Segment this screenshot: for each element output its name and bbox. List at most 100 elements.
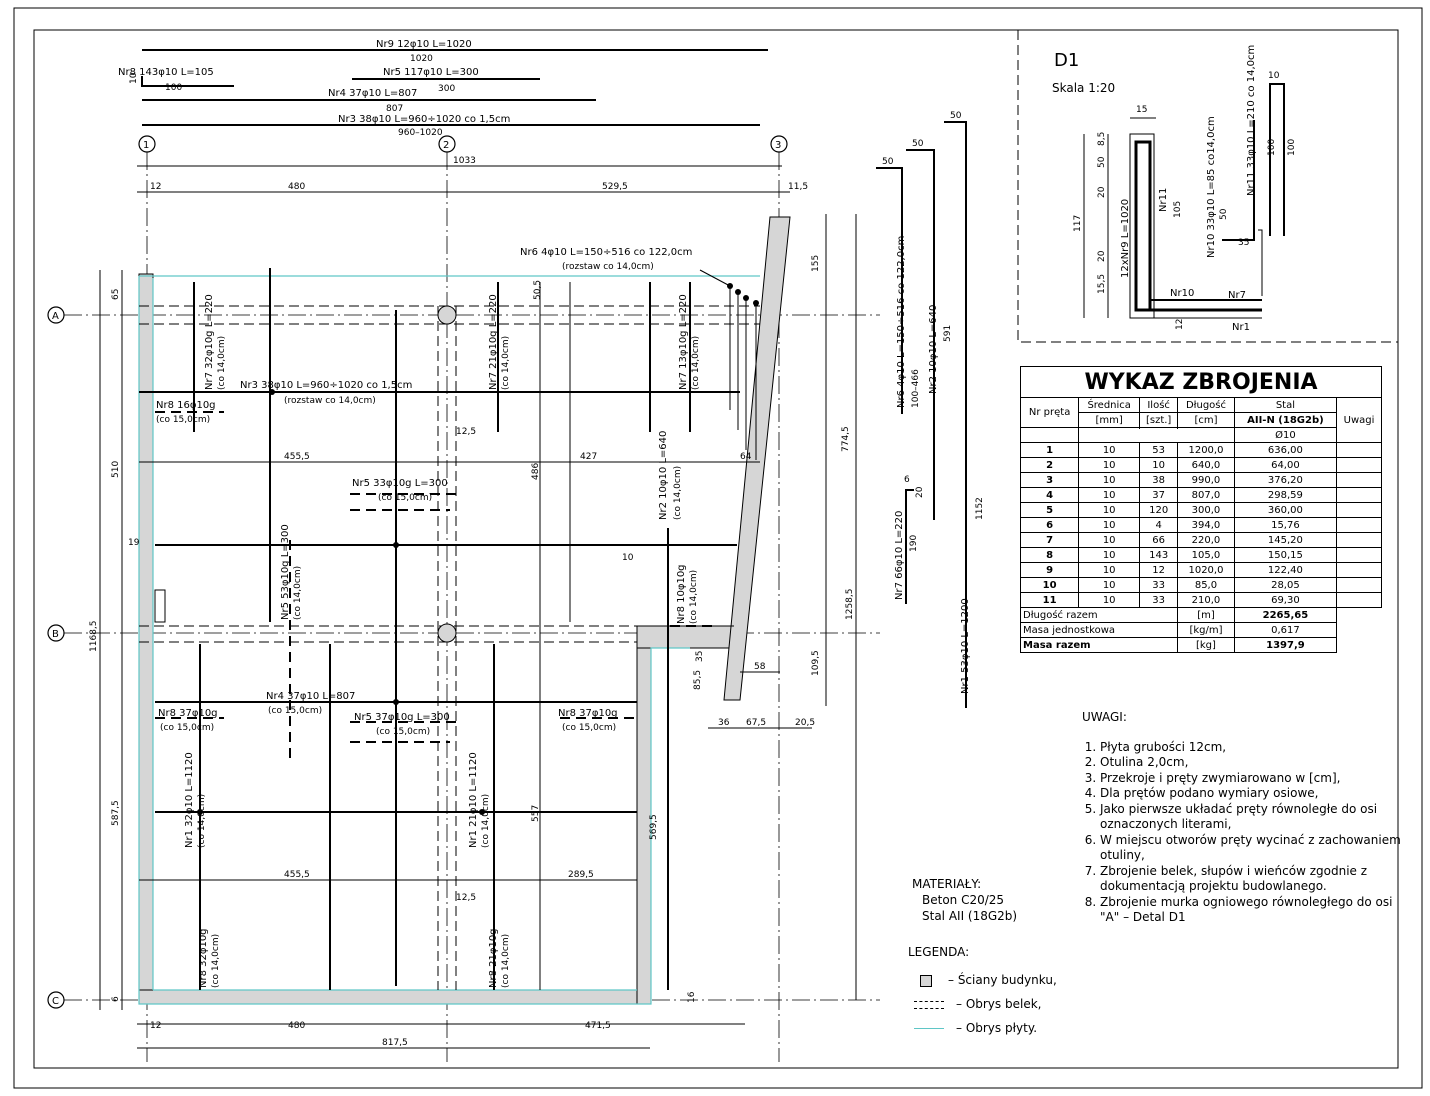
schedule-cell: 4 [1139, 517, 1179, 533]
schedule-cell-nr: 1 [1019, 442, 1080, 458]
svg-text:105: 105 [1173, 201, 1183, 218]
schedule-cell: 120 [1139, 502, 1179, 518]
detail-label-nr1: Nr1 [1232, 322, 1250, 333]
svg-text:(co 14,0cm): (co 14,0cm) [689, 570, 699, 624]
schedule-cell-uwagi [1336, 547, 1382, 563]
schedule-cell: 298,59 [1233, 487, 1338, 503]
axis-bubble-3: 3 [775, 140, 781, 151]
svg-text:65: 65 [111, 289, 121, 300]
schedule-cell: 33 [1139, 577, 1179, 593]
svg-text:510: 510 [111, 461, 121, 478]
schedule-cell: 10 [1078, 517, 1141, 533]
svg-text:12: 12 [150, 1021, 161, 1031]
note-item: W miejscu otworów pręty wycinać z zachow… [1100, 833, 1402, 864]
svg-text:8,5: 8,5 [1097, 132, 1107, 146]
total-label: Masa razem [1019, 637, 1179, 653]
schedule-cell: 53 [1139, 442, 1179, 458]
label-nr4: Nr4 37φ10 L=807 [266, 691, 355, 702]
svg-text:480: 480 [288, 182, 305, 192]
svg-text:(co 15,0cm): (co 15,0cm) [376, 727, 430, 737]
label-nr1-21: Nr1 21φ10 L=1120 [468, 752, 479, 848]
schedule-cell: 122,40 [1233, 562, 1338, 578]
schedule-cell-nr: 9 [1019, 562, 1080, 578]
svg-text:(co 15,0cm): (co 15,0cm) [562, 723, 616, 733]
svg-text:35: 35 [695, 651, 705, 662]
schedule-cell-uwagi [1336, 577, 1382, 593]
label-nr8-37-right: Nr8 37φ10g [558, 708, 618, 719]
schedule-cell: 64,00 [1233, 457, 1338, 473]
schedule-cell-uwagi [1336, 442, 1382, 458]
schedule-cell-uwagi [1336, 502, 1382, 518]
svg-text:1258,5: 1258,5 [845, 589, 855, 621]
top-bar-nr3-label: Nr3 38φ10 L=960÷1020 co 1,5cm [338, 114, 510, 125]
svg-text:6: 6 [904, 475, 910, 485]
svg-text:486: 486 [531, 463, 541, 480]
schedule-cell: 38 [1139, 472, 1179, 488]
legend-item-plate: – Obrys płyty. [914, 1020, 1037, 1036]
svg-text:(co 14,0cm): (co 14,0cm) [501, 336, 511, 390]
side-bar-nr1-hook: 50 [950, 111, 962, 121]
detail-label-nr10: Nr10 [1170, 288, 1194, 299]
detail-label-nr7: Nr7 [1228, 290, 1246, 301]
schedule-cell: 1020,0 [1177, 562, 1235, 578]
top-bar-nr4-label: Nr4 37φ10 L=807 [328, 88, 417, 99]
schedule-cell: 28,05 [1233, 577, 1338, 593]
svg-text:455,5: 455,5 [284, 870, 310, 880]
schedule-cell: 10 [1078, 562, 1141, 578]
notes: UWAGI: Płyta grubości 12cm,Otulina 2,0cm… [1082, 710, 1402, 926]
legend-item-beams: – Obrys belek, [914, 996, 1041, 1012]
svg-text:1168,5: 1168,5 [89, 621, 99, 653]
svg-text:100–466: 100–466 [911, 369, 921, 408]
header-nr: Nr pręta [1019, 397, 1080, 428]
svg-text:64: 64 [740, 452, 752, 462]
label-nr1-32: Nr1 32φ10 L=1120 [184, 752, 195, 848]
total-empty [1337, 638, 1382, 653]
label-nr2: Nr2 10φ10 L=640 [658, 431, 669, 520]
legend-plate-swatch [914, 1028, 944, 1029]
svg-text:(co 14,0cm): (co 14,0cm) [211, 934, 221, 988]
schedule-cell-uwagi [1336, 562, 1382, 578]
total-unit: [kg/m] [1177, 622, 1235, 638]
svg-text:471,5: 471,5 [585, 1021, 611, 1031]
label-nr5-53: Nr5 53φ10g L=300 [280, 524, 291, 620]
label-nr5-33: Nr5 33φ10g L=300 [352, 478, 448, 489]
schedule-cell: 10 [1078, 577, 1141, 593]
schedule-cell: 85,0 [1177, 577, 1235, 593]
schedule-cell-uwagi [1336, 457, 1382, 473]
label-nr3: Nr3 38φ10 L=960÷1020 co 1,5cm [240, 380, 412, 391]
schedule-cell-uwagi [1336, 592, 1382, 608]
svg-text:(rozstaw co 14,0cm): (rozstaw co 14,0cm) [284, 396, 376, 406]
notes-list: Płyta grubości 12cm,Otulina 2,0cm,Przekr… [1082, 740, 1402, 926]
total-label: Długość razem [1019, 607, 1179, 623]
schedule-cell: 10 [1078, 592, 1141, 608]
legend-title: LEGENDA: [908, 945, 970, 959]
schedule-cell: 376,20 [1233, 472, 1338, 488]
svg-text:6: 6 [111, 996, 121, 1002]
grid-axes: 1 2 3 A B C [47, 135, 880, 1062]
svg-text:480: 480 [288, 1021, 305, 1031]
svg-text:529,5: 529,5 [602, 182, 628, 192]
schedule-cell: 360,00 [1233, 502, 1338, 518]
svg-text:10: 10 [622, 553, 634, 563]
label-nr6: Nr6 4φ10 L=150÷516 co 122,0cm [520, 247, 692, 258]
schedule-cell-uwagi [1336, 532, 1382, 548]
axis-bubble-a: A [52, 311, 59, 322]
materials-concrete: Beton C20/25 [922, 893, 1005, 907]
detail-label-nr10-bar: Nr10 33φ10 L=85 co14,0cm [1206, 116, 1217, 258]
schedule-cell: 150,15 [1233, 547, 1338, 563]
note-item: Zbrojenie murka ogniowego równoległego d… [1100, 895, 1402, 926]
svg-text:(co 14,0cm): (co 14,0cm) [217, 336, 227, 390]
schedule-cell-nr: 4 [1019, 487, 1080, 503]
svg-text:20: 20 [1097, 186, 1107, 198]
label-nr7-32: Nr7 32φ10g L=220 [204, 294, 215, 390]
inner-frame [33, 29, 1399, 1069]
svg-text:569,5: 569,5 [649, 814, 659, 840]
header-phi: Ø10 [1233, 427, 1338, 443]
svg-text:(co 14,0cm): (co 14,0cm) [691, 336, 701, 390]
schedule-cell-uwagi [1336, 517, 1382, 533]
